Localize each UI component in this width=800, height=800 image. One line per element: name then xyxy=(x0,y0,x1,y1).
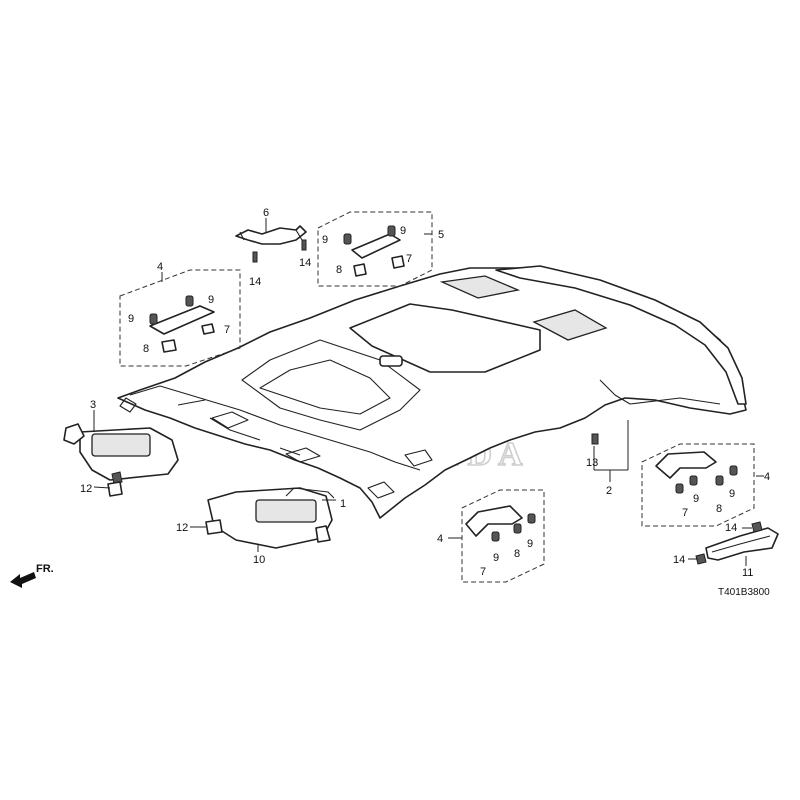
callout-label: 8 xyxy=(716,503,722,515)
callout-label: 7 xyxy=(406,253,412,265)
callout-label: 9 xyxy=(128,313,134,325)
callout-label: 14 xyxy=(673,554,685,566)
grab-handle-box-left xyxy=(119,269,241,367)
clip-13 xyxy=(591,433,599,445)
callout-label: 3 xyxy=(90,399,96,411)
front-marker: FR. xyxy=(36,563,54,575)
headliner xyxy=(117,265,747,519)
callout-label: 7 xyxy=(224,324,230,336)
callout-label: 9 xyxy=(322,234,328,246)
grab-handle-box-top xyxy=(317,211,433,287)
callout-label: 12 xyxy=(80,483,92,495)
leader-lines xyxy=(93,218,764,566)
callout-label: 4 xyxy=(157,261,163,273)
callout-label: 9 xyxy=(493,552,499,564)
grab-handle-box-right xyxy=(641,443,755,527)
front-arrow: FR. xyxy=(10,563,54,588)
callout-label: 8 xyxy=(143,343,149,355)
callout-label: 8 xyxy=(514,548,520,560)
bracket-6 xyxy=(235,225,307,263)
callout-label: 9 xyxy=(693,493,699,505)
callout-label: 13 xyxy=(586,457,598,469)
callout-label: 7 xyxy=(480,566,486,578)
callout-label: 5 xyxy=(438,229,444,241)
callout-label: 9 xyxy=(208,294,214,306)
callout-label: 14 xyxy=(299,257,311,269)
callout-label: 2 xyxy=(606,485,612,497)
sun-visor-right xyxy=(205,487,335,549)
callout-label: 7 xyxy=(682,507,688,519)
callout-label: 9 xyxy=(400,225,406,237)
callout-label: 4 xyxy=(437,533,443,545)
sun-visor-left xyxy=(63,423,179,497)
callout-label: 12 xyxy=(176,522,188,534)
callout-label: 11 xyxy=(742,567,753,579)
callout-label: 9 xyxy=(729,488,735,500)
callout-label: 6 xyxy=(263,207,269,219)
callout-label: 8 xyxy=(336,264,342,276)
bracket-11 xyxy=(695,521,779,565)
callout-label: 10 xyxy=(253,554,265,566)
callout-label: 14 xyxy=(725,522,737,534)
diagram-code: T401B3800 xyxy=(718,587,770,598)
callout-label: 9 xyxy=(527,538,533,550)
callout-label: 1 xyxy=(340,498,346,510)
grab-handle-box-center xyxy=(461,489,545,583)
callout-labels: 1 2 3 4 4 4 5 6 7 7 7 7 8 8 8 8 9 9 9 9 … xyxy=(80,207,770,579)
callout-label: 14 xyxy=(249,276,261,288)
callout-label: 4 xyxy=(764,471,770,483)
